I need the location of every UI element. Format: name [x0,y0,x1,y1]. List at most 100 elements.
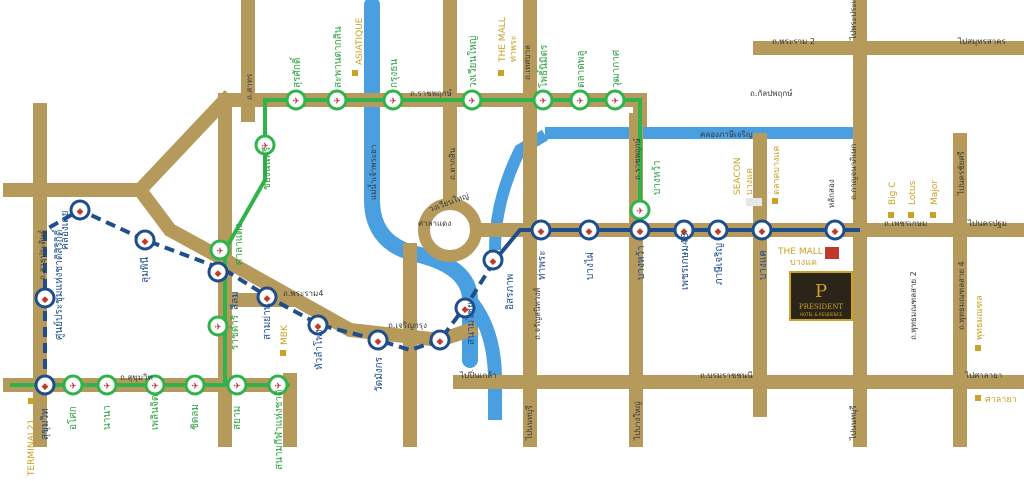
poi-label-the-mall-bangkae-1: THE MALL [777,247,823,257]
station-marker-bang-phai[interactable]: ◆ [578,219,600,241]
station-marker-nana[interactable]: ✈ [96,374,118,396]
station-marker-siam[interactable]: ✈ [226,374,248,396]
station-marker-lumphini[interactable]: ◆ [134,229,156,251]
mrt-label-phasi-charoen: ภาษีเจริญ [713,243,725,285]
svg-text:✈: ✈ [69,382,77,392]
station-marker-sanam-chai[interactable]: ◆ [429,329,451,351]
bts-label-nana: นานา [102,405,113,430]
chao-phraya-river [364,0,478,368]
station-marker-surasak[interactable]: ✈ [285,89,307,111]
svg-text:◆: ◆ [142,237,149,247]
svg-text:◆: ◆ [77,207,84,217]
svg-text:◆: ◆ [637,227,644,237]
station-marker-saphan-taksin[interactable]: ✈ [326,89,348,111]
mrt-label-bang-wa: บางหว้า [635,245,647,280]
svg-text:✈: ✈ [636,207,644,217]
mrt-label-bang-khae: บางแค [758,250,769,280]
station-marker-pho-nimit[interactable]: ✈ [532,89,554,111]
station-marker-chit-lom[interactable]: ✈ [184,374,206,396]
the-mall-logo [825,247,839,259]
bts-label-surasak: สุรศักดิ์ [289,56,303,88]
station-marker-hua-lamphong[interactable]: ◆ [307,314,329,336]
svg-text:✈: ✈ [274,382,282,392]
station-marker-sukhumvit-mrt[interactable]: ◆ [34,374,56,396]
label-to-nonthaburi: ไปนนทบุรี [849,405,858,441]
bts-label-ratchadamri: ราชดำริ [230,314,241,350]
poi-marker-the-mall-tha-phra [498,70,504,76]
station-marker-khlong-toei[interactable]: ◆ [69,199,91,221]
label-to-nonthaburi-2: ไปนนทบุรี [525,405,534,441]
station-marker-sala-daeng[interactable]: ✈ [209,239,231,261]
station-marker-wutthakat[interactable]: ✈ [604,89,626,111]
station-marker-bang-khae[interactable]: ◆ [751,219,773,241]
poi-marker-sala-ya [975,395,981,401]
station-marker-lak-song[interactable]: ◆ [824,219,846,241]
label-phutthamonthon4: ถ.พุทธมณฑลสาย 4 [957,261,966,330]
hotel-logo-box [789,271,853,321]
station-marker-krung-thon[interactable]: ✈ [382,89,404,111]
svg-text:◆: ◆ [490,257,497,267]
svg-text:✈: ✈ [576,97,584,107]
mrt-label-lumphini: ลุมพินี [139,257,151,283]
svg-text:◆: ◆ [215,269,222,279]
svg-text:✈: ✈ [233,382,241,392]
bts-label-sala-daeng: ศาลาแดง [234,223,245,265]
svg-text:◆: ◆ [462,305,469,315]
label-phetkasem: ถ.เพชรเกษม [884,219,927,228]
station-marker-silom[interactable]: ◆ [207,261,229,283]
canal-upper [489,129,549,251]
station-marker-tha-phra[interactable]: ◆ [530,219,552,241]
bts-label-saphan-taksin: สะพานตากสิน [333,26,344,88]
label-phra-ram-2: ถ.พระราม 2 [772,37,815,46]
station-marker-phasi-charoen[interactable]: ◆ [707,219,729,241]
station-marker-ratchadamri[interactable]: ✈ [207,315,229,337]
mrt-label-tha-phra: ท่าพระ [537,250,548,280]
label-phutthamonthon2: ถ.พุทธมณฑลสาย 2 [909,271,918,340]
svg-text:✈: ✈ [216,247,224,257]
wong-wian-yai-circle [418,198,482,262]
svg-text:✈: ✈ [103,382,111,392]
mrt-label-hua-lamphong: หัวลำโพง [312,329,325,370]
svg-text:✈: ✈ [151,382,159,392]
label-to-nakhon-chai-si: ไปนครชัยศรี [957,151,966,196]
station-marker-bang-wa-mrt[interactable]: ◆ [629,219,651,241]
svg-text:◆: ◆ [375,337,382,347]
svg-text:◆: ◆ [315,322,322,332]
poi-marker-asiatique [352,70,358,76]
station-marker-talat-phlu[interactable]: ✈ [569,89,591,111]
poi-label-terminal21: TERMINAL21 [27,419,37,477]
station-marker-phet-kasem-48[interactable]: ◆ [673,219,695,241]
bts-label-chit-lom: ชิดลม [190,404,201,430]
svg-text:✈: ✈ [292,97,300,107]
station-marker-wat-mangkon[interactable]: ◆ [367,329,389,351]
poi-marker-phutthamonthon [975,345,981,351]
station-marker-bang-wa-bts[interactable]: ✈ [629,199,651,221]
poi-label-the-mall-tha-phra-1: THE MALL [498,17,508,63]
station-marker-itsaraphap[interactable]: ◆ [454,297,476,319]
station-marker-bang-phai-upper[interactable]: ◆ [482,249,504,271]
station-marker-national-stadium[interactable]: ✈ [267,374,289,396]
svg-text:◆: ◆ [832,227,839,237]
station-marker-chong-nonsi[interactable]: ✈ [254,134,276,156]
poi-labels: ASIATIQUE THE MALL ท่าพระ SEACON บางแค T… [27,17,1017,477]
station-marker-qsncc[interactable]: ◆ [34,287,56,309]
mrt-label-sanam-chai: สนามไชย [465,302,477,345]
label-charansanitwong: ถ.จรัญสนิทวงศ์ [532,288,542,340]
station-marker-asok[interactable]: ✈ [62,374,84,396]
station-marker-phloen-chit[interactable]: ✈ [144,374,166,396]
svg-text:✈: ✈ [539,97,547,107]
mrt-label-qsncc: ศูนย์ประชุมแห่งชาติสิริกิติ์ [51,228,65,340]
label-taksin: ถ.ตากสิน [448,147,457,180]
bts-label-pho-nimit: โพธิ์นิมิตร [536,44,550,88]
station-marker-wong-wian-yai[interactable]: ✈ [461,89,483,111]
poi-label-seacon-1: SEACON [733,158,743,196]
station-marker-sam-yan[interactable]: ◆ [256,286,278,308]
label-rama4: ถ.พระราม4 [283,289,323,298]
svg-text:◆: ◆ [715,227,722,237]
bts-label-phloen-chit: เพลินจิต [150,395,161,430]
president-hotel-logo[interactable]: P PRESIDENT HOTEL & RESIDENCE [789,271,853,321]
bts-silom-line [263,98,642,230]
mrt-blue-line-solid [493,228,860,262]
label-to-sakhon: ไปสมุทรสาคร [957,37,1007,46]
